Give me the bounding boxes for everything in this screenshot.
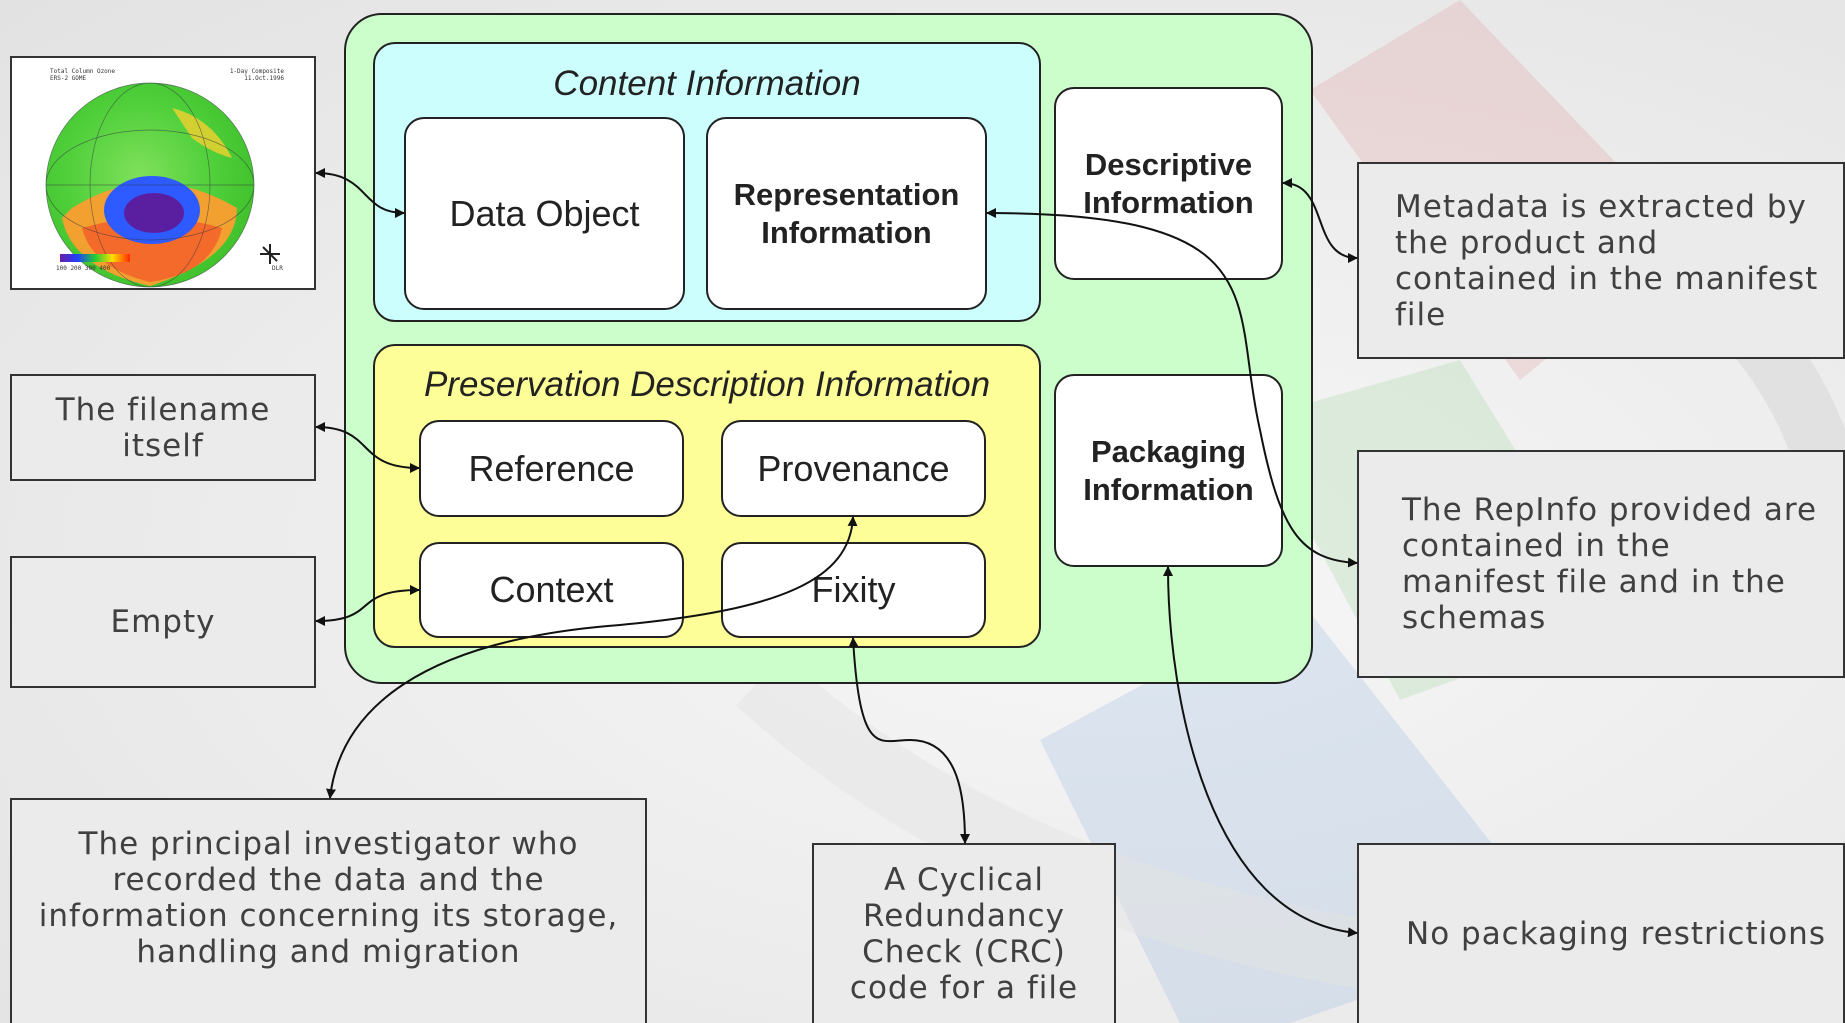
image-logo: DLR [272, 265, 283, 272]
arrow-fixity-to-crc [848, 637, 970, 844]
provenance-box: Provenance [721, 420, 986, 517]
image-caption-left: Total Column Ozone ERS-2 GOME [50, 68, 116, 82]
ozone-data-image: Total Column Ozone ERS-2 GOME 1-Day Comp… [10, 56, 316, 290]
note-investigator-text: The principal investigator who recorded … [38, 825, 619, 970]
arrow-representation-to-repinfo [986, 208, 1358, 568]
arrow-empty-to-context [315, 585, 420, 626]
note-metadata-text: Metadata is extracted by the product and… [1395, 188, 1819, 333]
note-filename: The filename itself [10, 374, 316, 481]
note-packaging-text: No packaging restrictions [1406, 916, 1826, 952]
note-investigator: The principal investigator who recorded … [10, 798, 647, 1023]
note-empty: Empty [10, 556, 316, 688]
arrow-provenance-to-investigator [326, 516, 858, 799]
note-repinfo: The RepInfo provided are contained in th… [1357, 450, 1845, 678]
note-repinfo-text: The RepInfo provided are contained in th… [1402, 492, 1818, 636]
reference-box: Reference [419, 420, 684, 517]
arrow-descriptive-to-metadata [1282, 178, 1358, 263]
ozone-globe-graphic [45, 82, 280, 288]
note-crc-text: A Cyclical Redundancy Check (CRC) code f… [849, 862, 1079, 1006]
representation-information-label: Representation Information [733, 176, 960, 250]
arrow-image-to-data-object [315, 168, 405, 218]
arrow-packaging-to-note [1163, 566, 1358, 938]
note-packaging: No packaging restrictions [1357, 843, 1845, 1023]
image-scale-labels: 100 200 300 400 [56, 265, 111, 272]
arrow-filename-to-reference [315, 422, 420, 473]
representation-information-box: Representation Information [706, 117, 987, 310]
data-object-box: Data Object [404, 117, 685, 310]
content-information-title: Content Information [553, 64, 861, 103]
provenance-label: Provenance [757, 447, 950, 489]
reference-label: Reference [468, 447, 635, 489]
descriptive-information-label: Descriptive Information [1083, 146, 1254, 220]
note-metadata: Metadata is extracted by the product and… [1357, 162, 1845, 359]
data-object-label: Data Object [449, 192, 640, 234]
image-caption-right: 1-Day Composite 11.Oct.1996 [229, 68, 284, 82]
note-empty-text: Empty [110, 604, 216, 640]
note-filename-text: The filename itself [55, 391, 271, 464]
pdi-title: Preservation Description Information [423, 365, 991, 404]
note-crc: A Cyclical Redundancy Check (CRC) code f… [812, 843, 1116, 1023]
